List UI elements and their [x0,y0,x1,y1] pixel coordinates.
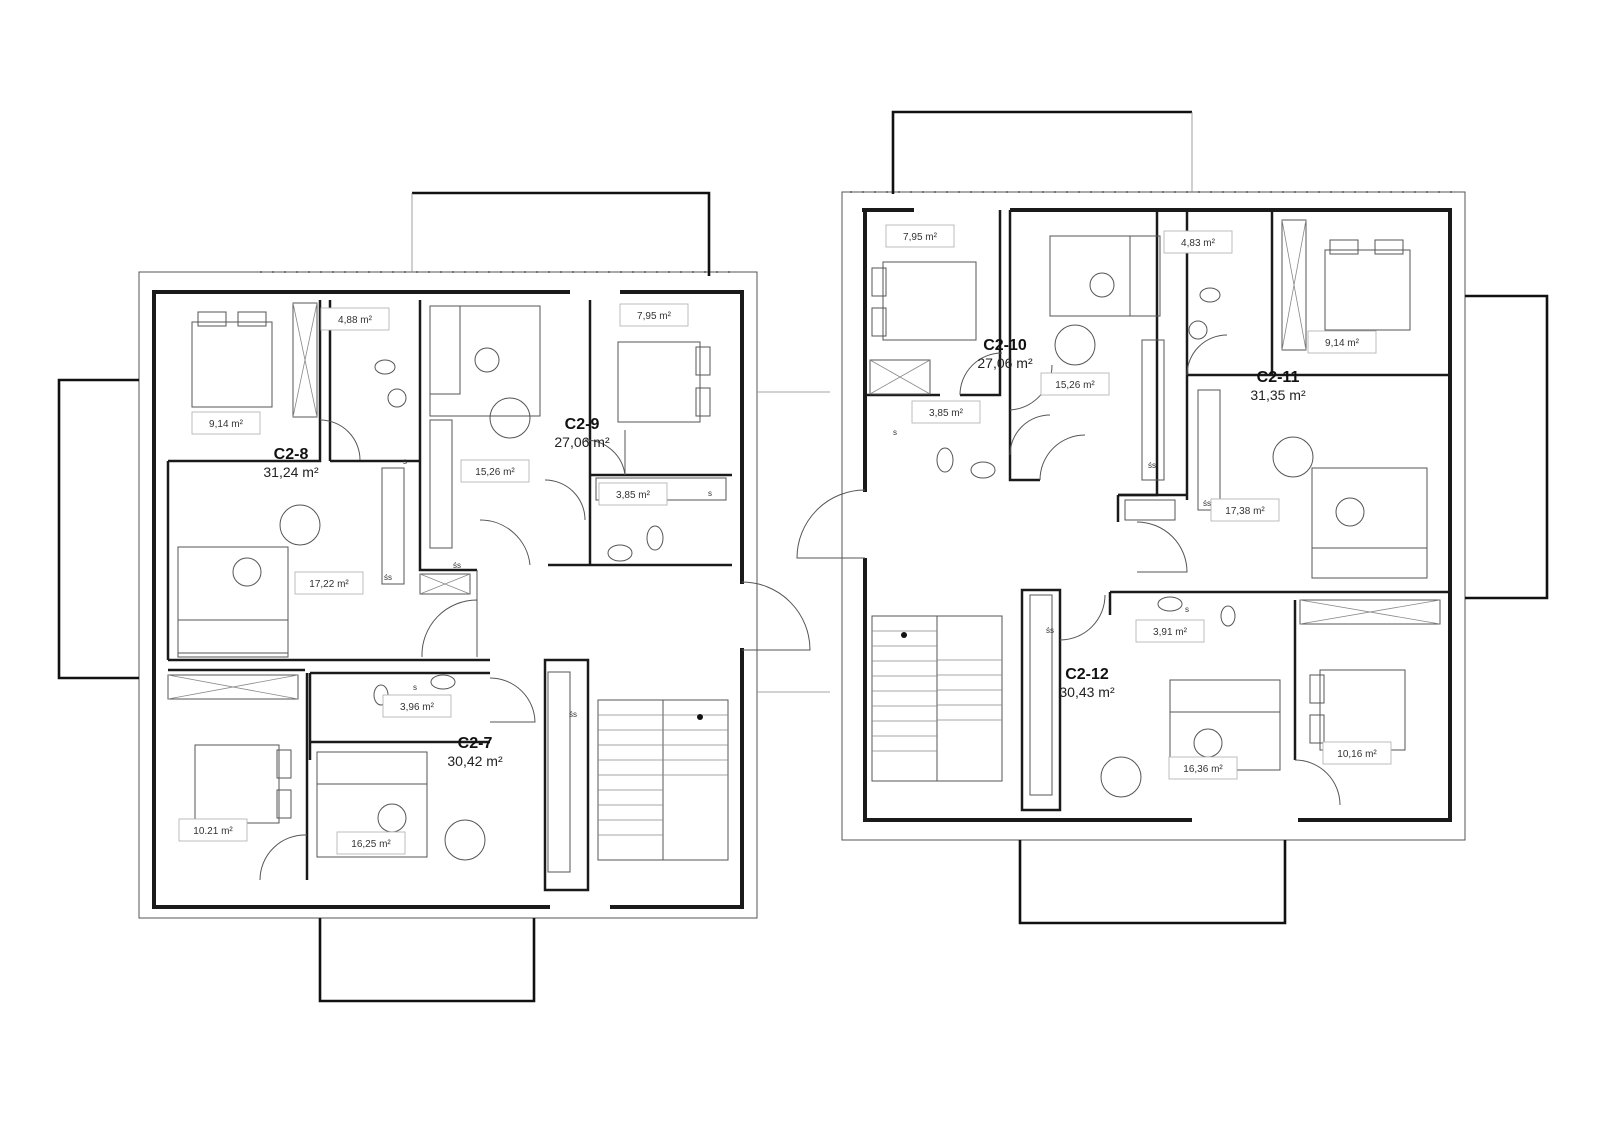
room-area-box [1135,619,1205,643]
shaft-label: s [403,457,407,466]
unit-code: C2-8 [274,446,309,463]
room-area-box [598,482,668,506]
room-area-label: 3,85 m² [911,400,981,424]
room-area-label: 15,26 m² [460,459,530,483]
room-area-text: 7,95 m² [637,311,672,322]
room-area-box [460,459,530,483]
room-area-text: 3,96 m² [400,702,435,713]
shaft-label: s [708,489,712,498]
unit-code: C2-7 [458,735,493,752]
room-area-box [294,571,364,595]
room-area-text: 9,14 m² [209,419,244,430]
room-area-label: 15,26 m² [1040,372,1110,396]
room-area-box [1322,741,1392,765]
room-area-text: 9,14 m² [1325,338,1360,349]
room-area-box [885,224,955,248]
room-area-label: 7,95 m² [885,224,955,248]
shaft-label: śs [1203,499,1211,508]
shaft-label: śs [569,710,577,719]
room-area-label: 4,83 m² [1163,230,1233,254]
shaft-label: s [893,428,897,437]
room-area-box [1168,756,1238,780]
room-area-text: 15,26 m² [1055,380,1095,391]
room-area-label: 16,36 m² [1168,756,1238,780]
room-area-text: 4,88 m² [338,315,373,326]
room-area-text: 15,26 m² [475,467,515,478]
room-area-text: 16,36 m² [1183,764,1223,775]
unit-code: C2-10 [983,337,1027,354]
room-area-text: 3,85 m² [929,408,964,419]
room-area-label: 17,38 m² [1210,498,1280,522]
shaft-label: śs [453,561,461,570]
room-area-label: 4,88 m² [320,307,390,331]
room-area-box [1040,372,1110,396]
room-area-labels: 4,88 m² 9,14 m² 15,26 m² 7,95 m² 3,85 m² 17,2… [178,224,1392,855]
staircase-right [871,615,1003,782]
staircase-left [597,699,729,861]
shaft-label: śs [1148,461,1156,470]
room-area-box [178,818,248,842]
unit-area: 27,06 m² [977,355,1033,371]
room-area-label: 3,96 m² [382,694,452,718]
left-building: śs śs śs s s s [57,191,830,1003]
room-area-box [320,307,390,331]
room-area-text: 7,95 m² [903,232,938,243]
room-area-box [911,400,981,424]
room-area-text: 17,38 m² [1225,506,1265,517]
shaft-label: śs [384,573,392,582]
room-area-label: 7,95 m² [619,303,689,327]
right-building: śs śs śs s s [796,110,1549,925]
room-area-label: 16,25 m² [336,831,406,855]
unit-label[interactable]: C2-927,06 m² [554,416,610,450]
unit-code: C2-11 [1257,369,1300,386]
room-area-box [382,694,452,718]
room-area-label: 3,91 m² [1135,619,1205,643]
room-area-box [1163,230,1233,254]
room-area-label: 17,22 m² [294,571,364,595]
unit-area: 30,43 m² [1059,684,1115,700]
room-area-box [336,831,406,855]
room-area-text: 10,16 m² [1337,749,1377,760]
room-area-label: 10,16 m² [1322,741,1392,765]
shaft-label: śs [1046,626,1054,635]
room-area-text: 4,83 m² [1181,238,1216,249]
room-area-box [1307,330,1377,354]
room-area-box [1210,498,1280,522]
unit-code: C2-9 [565,416,600,433]
unit-label[interactable]: C2-831,24 m² [263,446,319,480]
room-area-label: 9,14 m² [191,411,261,435]
room-area-box [619,303,689,327]
room-area-label: 10.21 m² [178,818,248,842]
unit-code: C2-12 [1065,666,1109,683]
unit-area: 31,24 m² [263,464,319,480]
room-area-text: 17,22 m² [309,579,349,590]
room-area-label: 9,14 m² [1307,330,1377,354]
room-area-label: 3,85 m² [598,482,668,506]
room-area-box [191,411,261,435]
room-area-text: 3,85 m² [616,490,651,501]
shaft-label: s [1185,605,1189,614]
shaft-label: s [413,683,417,692]
unit-label[interactable]: C2-730,42 m² [447,735,503,769]
room-area-text: 16,25 m² [351,839,391,850]
unit-area: 27,06 m² [554,434,610,450]
room-area-text: 3,91 m² [1153,627,1188,638]
unit-area: 31,35 m² [1250,387,1306,403]
unit-area: 30,42 m² [447,753,503,769]
room-area-text: 10.21 m² [193,826,233,837]
